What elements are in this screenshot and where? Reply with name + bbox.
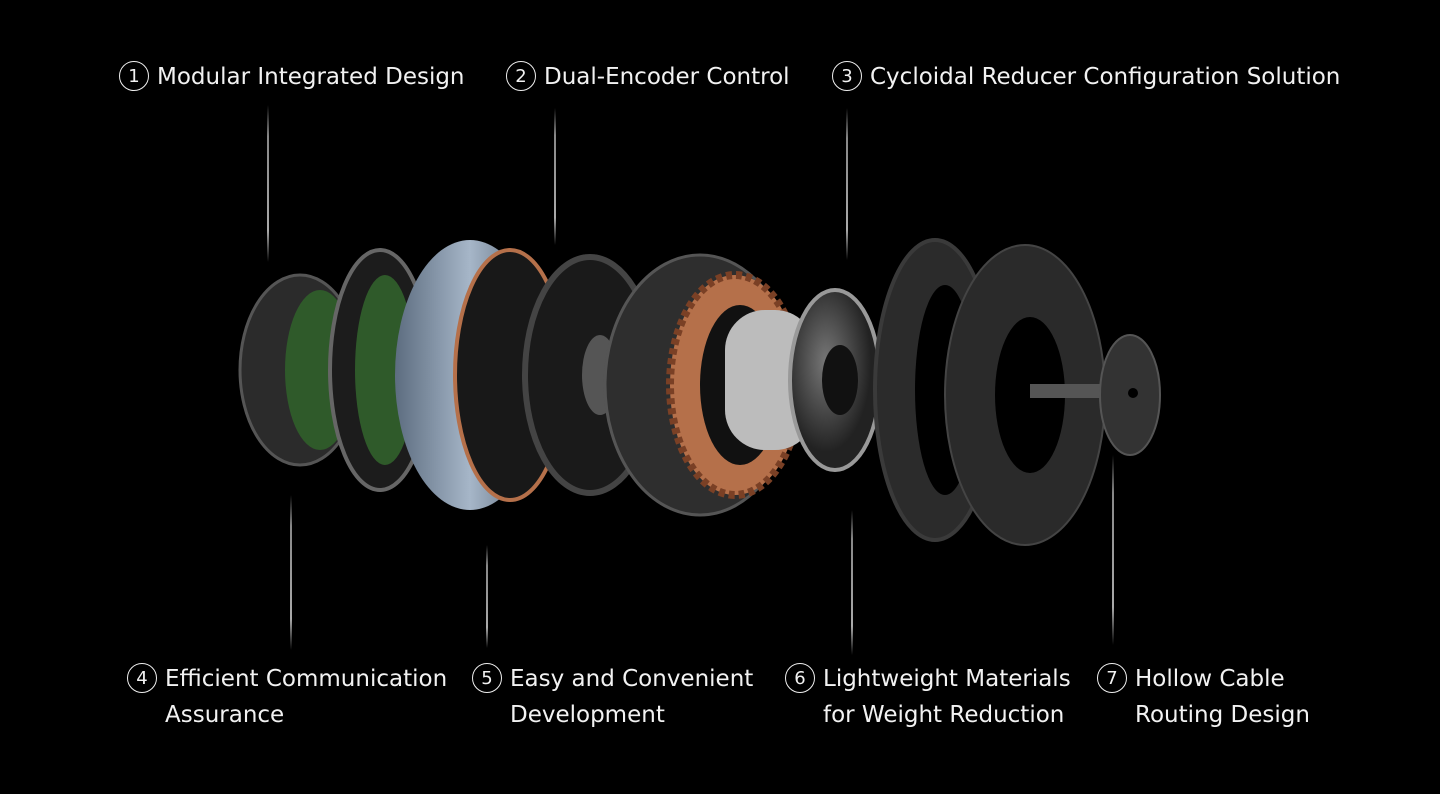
number-badge: 1: [119, 61, 149, 91]
rotor-shaft: [725, 288, 882, 472]
feature-text: Dual-Encoder Control: [544, 64, 790, 90]
feature-text: Hollow Cable: [1135, 666, 1285, 692]
leader-line-7: [1112, 455, 1114, 645]
leader-line-4: [290, 495, 292, 650]
number-badge: 4: [127, 663, 157, 693]
number-badge: 2: [506, 61, 536, 91]
feature-label-3: 3 Cycloidal Reducer Configuration Soluti…: [832, 59, 1340, 95]
leader-line-2: [554, 108, 556, 245]
feature-text: Modular Integrated Design: [157, 64, 465, 90]
feature-text: for Weight Reduction: [823, 702, 1065, 728]
leader-line-5: [486, 545, 488, 648]
feature-label-1: 1 Modular Integrated Design: [119, 59, 465, 95]
feature-label-2: 2 Dual-Encoder Control: [506, 59, 790, 95]
feature-text: Assurance: [165, 702, 285, 728]
number-badge: 5: [472, 663, 502, 693]
feature-text: Routing Design: [1135, 702, 1310, 728]
number-badge: 3: [832, 61, 862, 91]
leader-line-1: [267, 105, 269, 262]
feature-text: Easy and Convenient: [510, 666, 754, 692]
output-flange: [944, 244, 1130, 546]
leader-line-6: [851, 510, 853, 655]
feature-label-6: 6 Lightweight Materials for Weight Reduct…: [785, 661, 1071, 733]
feature-text: Development: [510, 702, 665, 728]
feature-text: Cycloidal Reducer Configuration Solution: [870, 64, 1341, 90]
number-badge: 6: [785, 663, 815, 693]
feature-text: Efficient Communication: [165, 666, 448, 692]
leader-line-3: [846, 108, 848, 260]
end-cap: [1099, 334, 1161, 456]
number-badge: 7: [1097, 663, 1127, 693]
feature-text: Lightweight Materials: [823, 666, 1071, 692]
